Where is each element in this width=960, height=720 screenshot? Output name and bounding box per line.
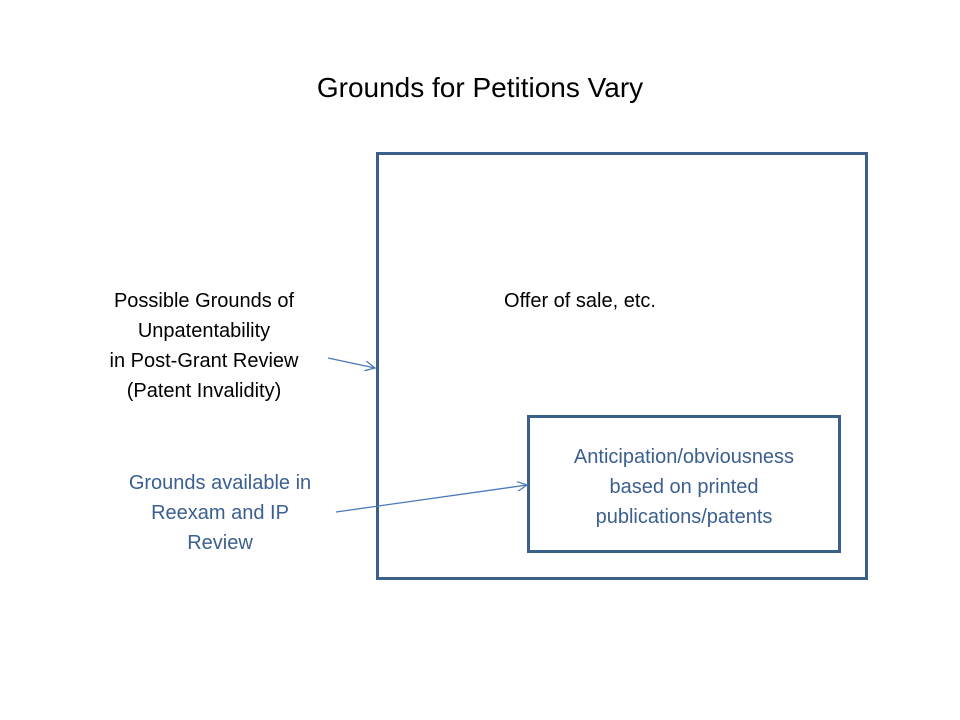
post-grant-label-line: in Post-Grant Review — [109, 350, 299, 372]
inner-box-line: Anticipation/obviousness — [573, 446, 795, 468]
reexam-arrow — [335, 485, 527, 513]
inner-box-line: based on printed — [609, 476, 759, 498]
post-grant-grounds-box — [376, 152, 868, 580]
inner-box-line: publications/patents — [595, 506, 773, 528]
reexam-label-line: Grounds available in — [128, 472, 312, 494]
reexam-label-line: Review — [187, 532, 253, 554]
post-grant-review-label: Possible Grounds of Unpatentability in P… — [86, 286, 322, 406]
reexam-grounds-box — [527, 415, 841, 553]
post-grant-label-line: Possible Grounds of — [113, 290, 295, 312]
slide-title: Grounds for Petitions Vary — [316, 72, 644, 103]
reexam-label-line: Reexam and IP — [151, 502, 289, 524]
post-grant-label-line: (Patent Invalidity) — [126, 380, 282, 402]
post-grant-label-line: Unpatentability — [137, 320, 271, 342]
reexam-ip-review-label: Grounds available in Reexam and IP Revie… — [104, 468, 336, 558]
offer-of-sale-label: Offer of sale, etc. — [504, 290, 656, 312]
post-grant-arrow — [327, 357, 375, 368]
inner-box-text: Anticipation/obviousness based on printe… — [527, 442, 841, 532]
